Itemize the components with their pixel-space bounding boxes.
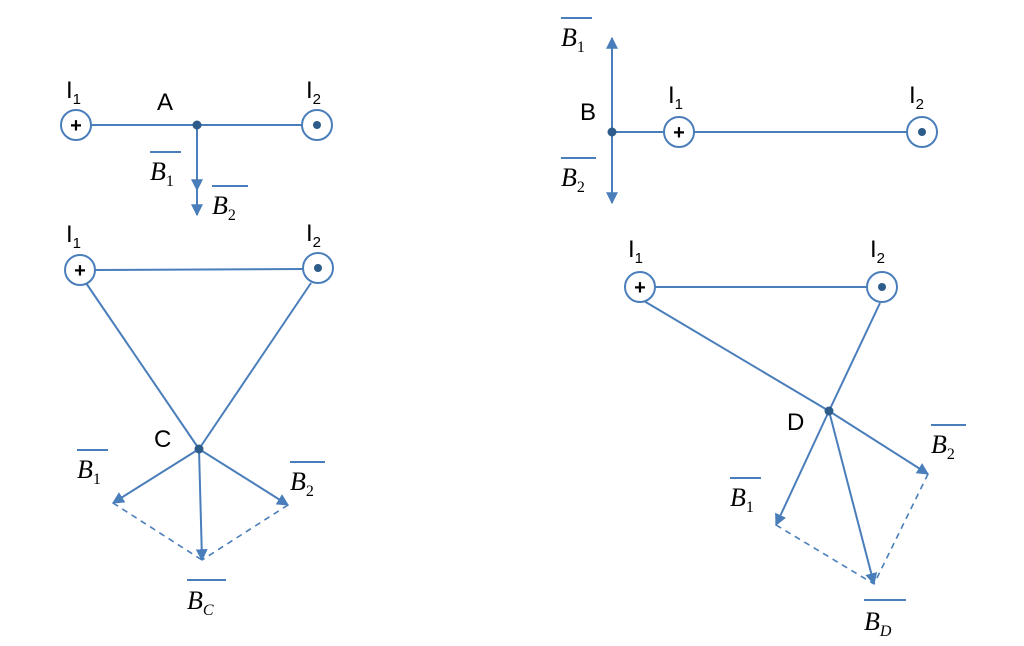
line-i1-to-c: [85, 282, 200, 450]
plus-symbol: +: [74, 260, 86, 282]
plus-symbol: +: [634, 277, 646, 299]
b1-label: B1: [77, 455, 101, 488]
panel-b: + I1 I2 B B1 B2: [561, 17, 938, 205]
bc-arrow: [195, 448, 208, 562]
out-of-page-dot: [918, 128, 926, 136]
top-line: [94, 268, 304, 271]
panel-c: + I1 I2 C B1 B2 BC: [64, 220, 334, 619]
b2-arrow: [828, 410, 930, 475]
parallelogram-dash-2: [873, 473, 929, 585]
plus-symbol: +: [70, 115, 82, 137]
out-of-page-dot: [313, 121, 321, 129]
i1-into-page-icon: [64, 254, 96, 286]
i1-into-page-icon: [60, 109, 92, 141]
i1-into-page-icon: [624, 271, 656, 303]
i1-label: I1: [66, 221, 81, 252]
parallelogram-dash-1: [775, 524, 875, 585]
out-of-page-dot: [314, 264, 322, 272]
parallelogram-dash-2: [201, 504, 289, 561]
i2-label: I2: [870, 236, 885, 267]
i2-label: I2: [306, 220, 321, 251]
bd-label: BD: [864, 607, 892, 640]
point-a-label: A: [157, 89, 173, 116]
b1-label: B1: [150, 157, 174, 190]
b2-label: B2: [290, 467, 314, 500]
plus-symbol: +: [673, 122, 685, 144]
line-i2-to-d: [828, 302, 881, 412]
panel-d: + I1 I2 D B2 B1 BD: [624, 236, 966, 640]
point-c-label: C: [154, 426, 171, 453]
line-i2-to-c: [198, 282, 312, 450]
panel-a: + I1 I2 A B1 B2: [60, 77, 333, 224]
point-b: [607, 127, 617, 137]
point-b-label: B: [580, 99, 596, 126]
b2-label: B2: [212, 191, 236, 224]
line-i1-to-d: [643, 300, 830, 412]
out-of-page-dot: [878, 283, 886, 291]
b1-arrow: [775, 410, 830, 527]
b2-label: B2: [931, 430, 955, 463]
b2-arrow: [198, 448, 290, 506]
point-c: [194, 444, 204, 454]
b1-label: B1: [730, 483, 754, 516]
point-a: [192, 120, 202, 130]
i2-label: I2: [306, 77, 321, 108]
bc-label: BC: [187, 586, 214, 619]
b1-label: B1: [561, 23, 585, 56]
i2-label: I2: [909, 82, 924, 113]
bd-arrow: [828, 410, 878, 586]
i1-label: I1: [668, 82, 683, 113]
i1-label: I1: [628, 236, 643, 267]
point-d: [824, 406, 834, 416]
i1-into-page-icon: [663, 116, 695, 148]
b1-arrow: [111, 448, 200, 504]
i1-label: I1: [66, 77, 81, 108]
parallelogram-dash-1: [112, 502, 203, 561]
point-d-label: D: [787, 409, 804, 436]
b2-label: B2: [561, 163, 585, 196]
